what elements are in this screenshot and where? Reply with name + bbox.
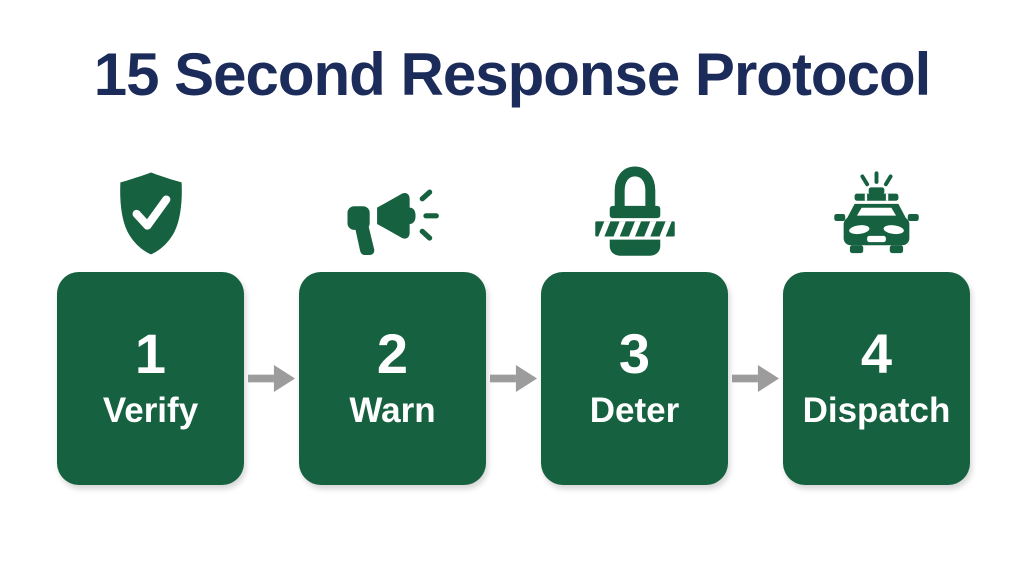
connector-cell <box>728 272 783 485</box>
shield-check-icon <box>119 172 182 255</box>
megaphone-icon <box>346 189 439 256</box>
step-box-dispatch: 4 Dispatch <box>783 272 970 485</box>
step-icon-cell-dispatch <box>783 162 970 258</box>
step-icon-cell-warn <box>299 162 486 258</box>
page-title: 15 Second Response Protocol <box>93 41 932 108</box>
step-label: Warn <box>349 391 436 431</box>
police-car-icon <box>834 171 919 254</box>
connector-cell <box>486 272 541 485</box>
step-label: Deter <box>589 391 680 431</box>
process-flow-diagram: 1 Verify 2 Warn 3 Deter <box>57 162 970 485</box>
connector-cell <box>244 272 299 485</box>
step-box-warn: 2 Warn <box>299 272 486 485</box>
arrow-right-icon <box>731 365 779 392</box>
step-number: 1 <box>134 322 167 386</box>
step-box-verify: 1 Verify <box>57 272 244 485</box>
arrow-right-icon <box>489 365 537 392</box>
step-number: 2 <box>376 322 409 386</box>
step-icon-cell-verify <box>57 162 244 258</box>
step-label: Verify <box>102 391 199 431</box>
striped-padlock-icon <box>594 166 675 256</box>
arrow-right-icon <box>247 365 295 392</box>
step-icon-cell-deter <box>541 162 728 258</box>
step-label: Dispatch <box>802 391 951 431</box>
step-number: 4 <box>860 322 893 386</box>
step-number: 3 <box>618 322 651 386</box>
step-box-deter: 3 Deter <box>541 272 728 485</box>
